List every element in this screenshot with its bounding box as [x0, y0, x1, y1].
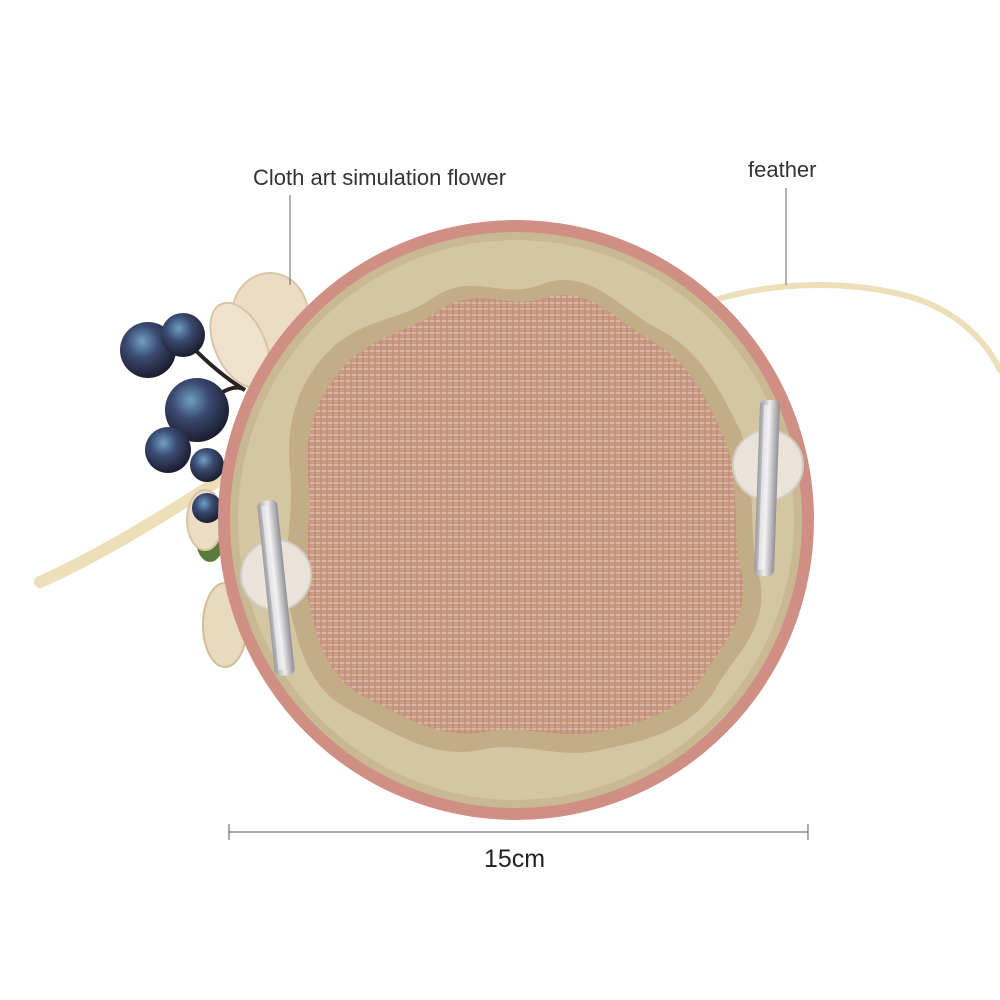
right-hair-clip — [732, 399, 804, 577]
feather-label: feather — [748, 157, 817, 182]
dimension-line — [228, 824, 809, 840]
width-dimension-label: 15cm — [484, 845, 546, 873]
mesh-center — [306, 295, 744, 735]
flower-label: Cloth art simulation flower — [253, 165, 507, 190]
feather-stem — [712, 282, 1000, 373]
berries — [120, 313, 229, 523]
left-hair-clip — [240, 500, 312, 676]
